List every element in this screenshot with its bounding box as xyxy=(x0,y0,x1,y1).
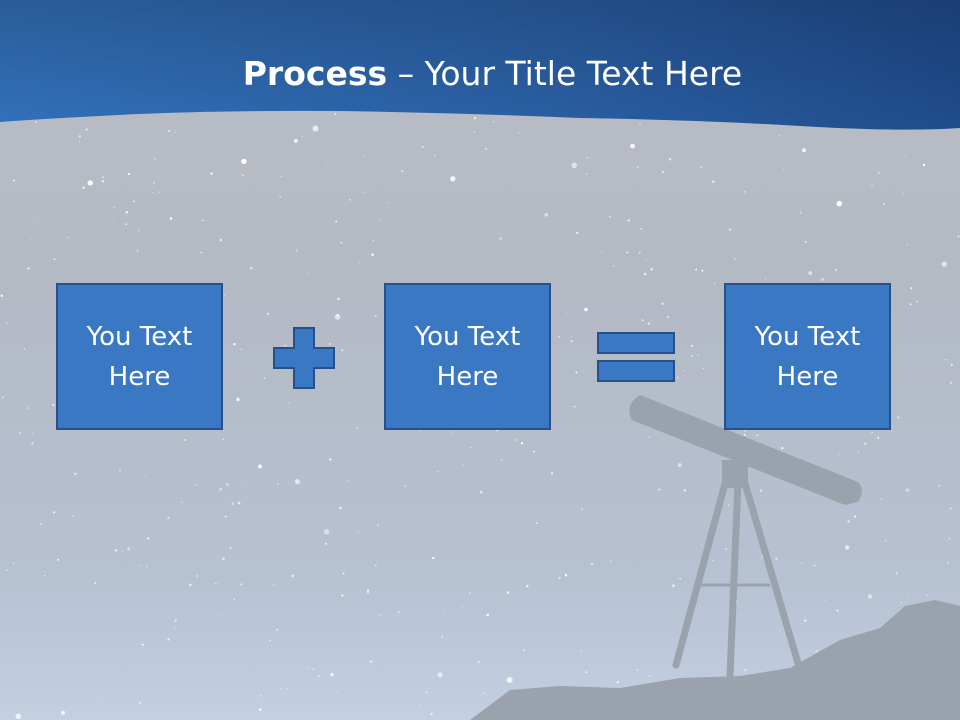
process-box-2-text: You Text Here xyxy=(414,321,521,392)
plus-icon xyxy=(273,327,335,389)
process-box-3[interactable]: You Text Here xyxy=(724,283,891,430)
equals-icon xyxy=(597,332,675,382)
slide-title: Process – Your Title Text Here xyxy=(0,52,960,96)
process-box-2[interactable]: You Text Here xyxy=(384,283,551,430)
title-bold-part: Process xyxy=(242,54,388,93)
process-box-3-text: You Text Here xyxy=(754,321,861,392)
process-box-1[interactable]: You Text Here xyxy=(56,283,223,430)
title-text-part: – Your Title Text Here xyxy=(387,54,743,93)
telescope-silhouette xyxy=(629,395,862,679)
process-box-1-text: You Text Here xyxy=(86,321,193,392)
hill-silhouette xyxy=(470,600,960,720)
